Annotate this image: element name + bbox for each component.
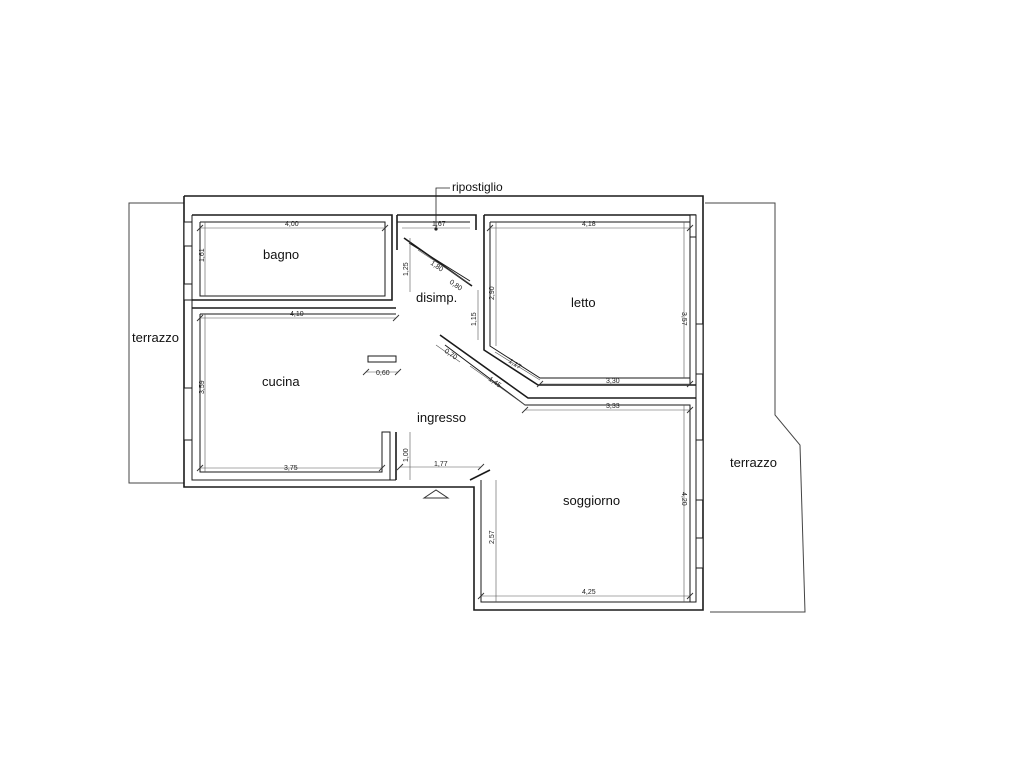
room-label-terrazzo-east: terrazzo (730, 455, 777, 470)
dim-cucina-bottom: 3,75 (284, 465, 298, 472)
dim-counter: 0,60 (376, 370, 390, 377)
ripostiglio-leader (435, 187, 450, 228)
room-label-terrazzo-west: terrazzo (132, 330, 179, 345)
cucina-walls (183, 307, 397, 480)
ripostiglio-leader-dot (434, 227, 438, 231)
room-label-disimpegno: disimp. (416, 290, 457, 305)
room-label-ingresso: ingresso (417, 410, 466, 425)
dimension-lines (200, 222, 690, 602)
outer-walls (183, 195, 704, 611)
bagno-walls (183, 214, 393, 301)
entrance-arrow-icon (422, 489, 450, 499)
dim-bagno-width: 4,00 (285, 221, 299, 228)
room-label-bagno: bagno (263, 247, 299, 262)
dim-ripostiglio-diag-a: 1,80 (429, 260, 444, 274)
dim-letto-bottom: 3,30 (606, 378, 620, 385)
dim-letto-right-height: 3,57 (680, 312, 687, 326)
soggiorno-walls (439, 334, 704, 602)
terrace-east (705, 202, 806, 613)
dim-bagno-height: 1,61 (199, 248, 206, 262)
dim-ingresso-width: 1,77 (434, 461, 448, 468)
dim-ripostiglio-height: 1,25 (403, 262, 410, 276)
dimension-ticks (196, 224, 694, 600)
dim-disimp-height: 1,15 (471, 312, 478, 326)
dim-cucina-height: 3,59 (199, 380, 206, 394)
room-label-soggiorno: soggiorno (563, 493, 620, 508)
letto-walls (483, 214, 704, 386)
room-label-letto: letto (571, 295, 596, 310)
kitchen-counter (367, 355, 397, 363)
dim-soggiorno-bottom: 4,25 (582, 589, 596, 596)
dim-letto-width: 4,18 (582, 221, 596, 228)
dim-ripostiglio-width: 1,67 (432, 221, 446, 228)
dim-soggiorno-top: 3,33 (606, 403, 620, 410)
dim-soggiorno-left: 2,57 (489, 530, 496, 544)
dim-ingresso-diag-a: 0,70 (443, 348, 458, 362)
dim-ingresso-height: 1,00 (403, 448, 410, 462)
dim-cucina-width: 4,10 (290, 311, 304, 318)
dim-letto-left-height: 2,90 (489, 286, 496, 300)
room-label-cucina: cucina (262, 374, 300, 389)
dim-soggiorno-right: 4,20 (680, 492, 687, 506)
room-label-ripostiglio: ripostiglio (452, 180, 503, 194)
